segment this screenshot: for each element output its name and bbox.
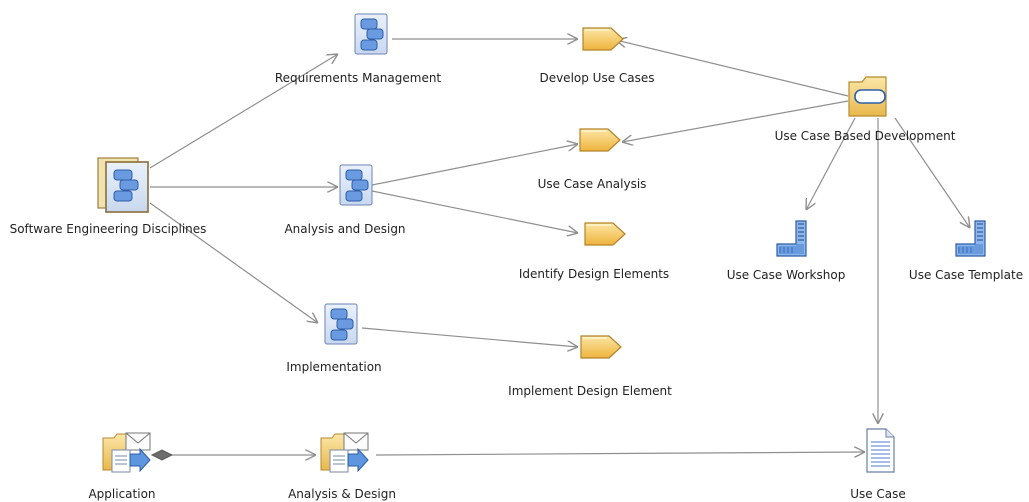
implementation-label: Implementation <box>286 360 382 374</box>
artifact-document-icon[interactable] <box>866 428 895 473</box>
identify-design-elements-label: Identify Design Elements <box>518 267 670 281</box>
edge-analysis-to-use-case-analysis <box>371 144 578 186</box>
guidance-icon[interactable] <box>955 220 986 257</box>
domain-folder-icon[interactable] <box>102 432 151 473</box>
edge-practice-to-workshop <box>806 117 856 210</box>
edge-practice-to-develop <box>616 40 849 97</box>
edges <box>149 39 970 461</box>
edge-analysis-design-to-use-case <box>375 452 865 455</box>
use-case-template-label: Use Case Template <box>908 268 1024 282</box>
task-icon[interactable] <box>580 335 622 359</box>
use-case-label: Use Case <box>850 487 906 501</box>
guidance-icon[interactable] <box>776 220 807 257</box>
discipline-icon[interactable] <box>354 13 388 55</box>
edge-disciplines-to-implementation <box>149 202 318 323</box>
edge-practice-to-template <box>894 117 970 228</box>
discipline-icon[interactable] <box>339 164 373 206</box>
use-case-based-development-label: Use Case Based Development <box>774 129 956 143</box>
use-case-analysis-label: Use Case Analysis <box>537 177 647 191</box>
discipline-grouping-icon[interactable] <box>97 157 149 213</box>
analysis-design-domain-label: Analysis & Design <box>288 487 396 501</box>
task-icon[interactable] <box>584 222 626 246</box>
use-case-workshop-label: Use Case Workshop <box>726 268 846 282</box>
task-icon[interactable] <box>582 27 624 51</box>
task-icon[interactable] <box>579 128 621 152</box>
develop-use-cases-label: Develop Use Cases <box>539 71 655 85</box>
discipline-icon[interactable] <box>324 303 358 345</box>
practice-folder-icon[interactable] <box>848 76 887 117</box>
implement-design-element-label: Implement Design Element <box>508 384 672 398</box>
application-label: Application <box>88 487 156 501</box>
edge-analysis-to-identify <box>371 190 578 233</box>
edge-implementation-to-implement <box>361 327 578 347</box>
aggregation-diamond <box>150 449 174 461</box>
requirements-management-label: Requirements Management <box>274 71 442 85</box>
edge-practice-to-use-case-analysis <box>622 100 849 142</box>
analysis-and-design-label: Analysis and Design <box>284 222 406 236</box>
edge-disciplines-to-requirements <box>149 54 338 169</box>
domain-folder-icon[interactable] <box>320 432 369 473</box>
software-engineering-disciplines-label: Software Engineering Disciplines <box>9 222 207 236</box>
